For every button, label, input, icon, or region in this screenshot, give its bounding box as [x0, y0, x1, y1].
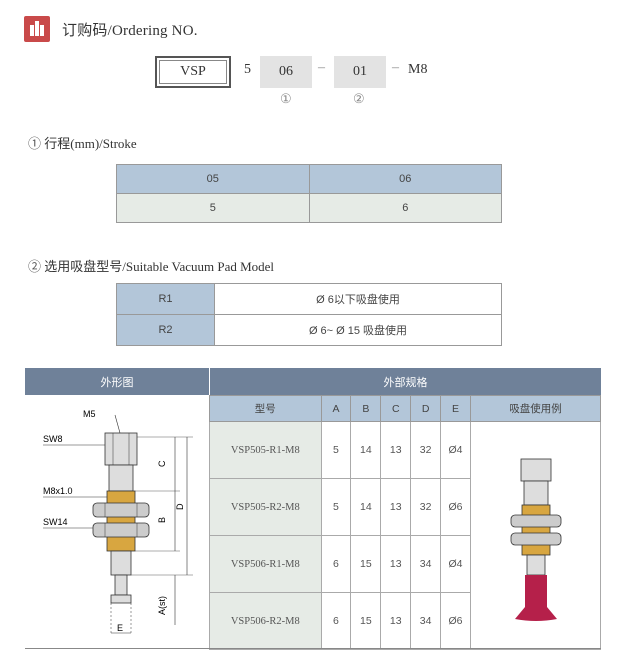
- a-cell: 5: [320, 421, 352, 479]
- bottom-rule: [25, 648, 601, 649]
- col-model: 型号: [209, 395, 322, 422]
- pad-code-cell: R2: [116, 314, 215, 346]
- model-cell: VSP505-R2-M8: [209, 478, 322, 536]
- dim-e-label: E: [117, 623, 123, 633]
- d-cell: 34: [410, 535, 442, 593]
- e-cell: Ø6: [440, 478, 471, 536]
- col-a: A: [320, 395, 352, 422]
- stroke-code-cell: 06: [308, 164, 502, 194]
- c-cell: 13: [380, 421, 412, 479]
- stroke-code-box: 06: [260, 56, 312, 88]
- drawing-header: 外形图: [25, 368, 209, 395]
- table-row: VSP505-R1-M8 5 14 13 32 Ø4: [209, 421, 602, 650]
- col-d: D: [410, 395, 442, 422]
- b-cell: 15: [350, 592, 382, 650]
- stroke-code-cell: 05: [116, 164, 310, 194]
- vacuum-pad-example-image: [511, 458, 562, 621]
- thread-code: M8: [408, 62, 428, 77]
- table-row: VSP505-R2-M8 5 14 13 32 Ø6: [209, 478, 601, 536]
- e-cell: Ø4: [440, 421, 471, 479]
- pad-table: R1 Ø 6以下吸盘使用 R2 Ø 6~ Ø 15 吸盘使用: [116, 283, 502, 346]
- c-cell: 13: [380, 478, 412, 536]
- code-separator-1: –: [318, 60, 325, 75]
- pad-desc-cell: Ø 6~ Ø 15 吸盘使用: [214, 314, 502, 346]
- catalog-icon: [24, 16, 50, 42]
- dim-a-label: A(st): [157, 596, 167, 615]
- b-cell: 15: [350, 535, 382, 593]
- b-cell: 14: [350, 421, 382, 479]
- col-c: C: [380, 395, 412, 422]
- pad-desc-cell: Ø 6以下吸盘使用: [214, 283, 502, 315]
- pad-code-cell: R1: [116, 283, 215, 315]
- dim-sw8-label: SW8: [43, 434, 63, 444]
- model-cell: VSP506-R1-M8: [209, 535, 322, 593]
- marker-1: ①: [280, 91, 292, 106]
- stroke-heading: ① 行程(mm)/Stroke: [28, 136, 137, 151]
- e-cell: Ø4: [440, 535, 471, 593]
- example-cell: [469, 421, 602, 650]
- d-cell: 34: [410, 592, 442, 650]
- model-code-box: VSP: [155, 56, 231, 88]
- dim-d-label: D: [175, 503, 185, 510]
- col-b: B: [350, 395, 382, 422]
- dim-sw14-label: SW14: [43, 517, 68, 527]
- col-example: 吸盘使用例: [469, 395, 602, 422]
- page-title: 订购码/Ordering NO.: [62, 23, 198, 39]
- model-cell: VSP505-R1-M8: [209, 421, 322, 479]
- col-e: E: [440, 395, 471, 422]
- spec-header: 外部规格: [209, 368, 601, 395]
- d-cell: 32: [410, 478, 442, 536]
- e-cell: Ø6: [440, 592, 471, 650]
- c-cell: 13: [380, 535, 412, 593]
- stroke-table: 05 06 5 6: [116, 164, 502, 223]
- code-separator-2: –: [392, 60, 399, 75]
- a-cell: 6: [320, 592, 352, 650]
- outline-drawing: M5 SW8 M8x1.0 SW14 C B D A(st) E: [25, 395, 209, 648]
- marker-2: ②: [353, 91, 365, 106]
- a-cell: 5: [320, 478, 352, 536]
- dim-m8-label: M8x1.0: [43, 486, 73, 496]
- d-cell: 32: [410, 421, 442, 479]
- model-cell: VSP506-R2-M8: [209, 592, 322, 650]
- dim-m5-label: M5: [83, 409, 96, 419]
- table-row: VSP506-R1-M8 6 15 13 34 Ø4: [209, 535, 601, 593]
- pad-code-box: 01: [334, 56, 386, 88]
- dim-c-label: C: [157, 460, 167, 467]
- stroke-digit: 5: [244, 62, 251, 77]
- dim-b-label: B: [157, 517, 167, 523]
- stroke-value-cell: 6: [308, 193, 502, 223]
- pad-heading: ② 选用吸盘型号/Suitable Vacuum Pad Model: [28, 259, 275, 274]
- table-row: VSP506-R2-M8 6 15 13 34 Ø6: [209, 592, 601, 650]
- stroke-value-cell: 5: [116, 193, 310, 223]
- a-cell: 6: [320, 535, 352, 593]
- b-cell: 14: [350, 478, 382, 536]
- spec-table: 型号 A B C D E 吸盘使用例 VSP505-R1-M8 5 14 13 …: [209, 395, 602, 650]
- c-cell: 13: [380, 592, 412, 650]
